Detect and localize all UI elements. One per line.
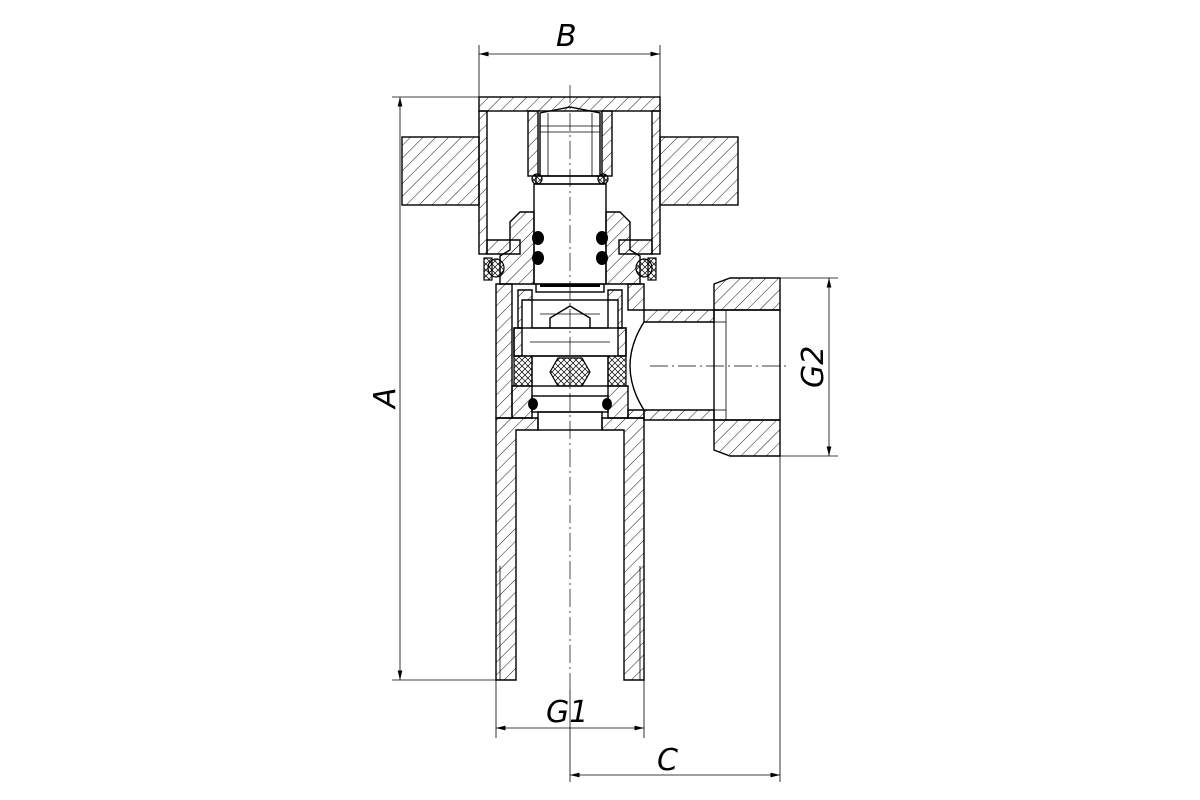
dim-label-a: A [368,387,403,410]
dim-label-g2: G2 [796,346,831,388]
handle-wing-left [401,136,480,206]
headwork-nut [483,211,657,285]
valve-body [495,277,781,681]
handle [401,96,739,255]
dim-label-g1: G1 [546,695,588,730]
handle-wing-right [659,136,739,206]
dim-label-b: B [556,19,577,54]
dim-label-c: C [657,743,678,778]
dimension-lines [397,51,832,778]
